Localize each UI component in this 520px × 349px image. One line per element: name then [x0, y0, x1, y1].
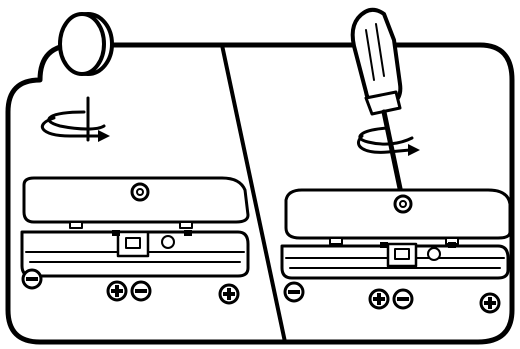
battery-tray: [280, 242, 510, 280]
minus-sign-icon: [21, 268, 43, 290]
minus-sign-icon: [283, 281, 305, 303]
rotation-arrow-icon: [41, 96, 110, 142]
plus-sign-icon: [106, 280, 128, 302]
minus-sign-icon: [392, 288, 414, 310]
coin-icon: [58, 12, 114, 76]
rotation-arrow-icon: [357, 126, 420, 156]
plus-sign-icon: [218, 283, 240, 305]
plus-sign-icon: [368, 288, 390, 310]
battery-tray: [20, 230, 250, 278]
left-panel: [20, 12, 250, 305]
right-panel: [280, 7, 512, 314]
screw-icon: [393, 194, 413, 214]
plus-sign-icon: [479, 292, 501, 314]
battery-cover: [284, 188, 512, 240]
screwdriver-icon: [350, 7, 405, 201]
screw-icon: [130, 182, 150, 202]
minus-sign-icon: [130, 280, 152, 302]
panel-divider: [220, 44, 287, 343]
